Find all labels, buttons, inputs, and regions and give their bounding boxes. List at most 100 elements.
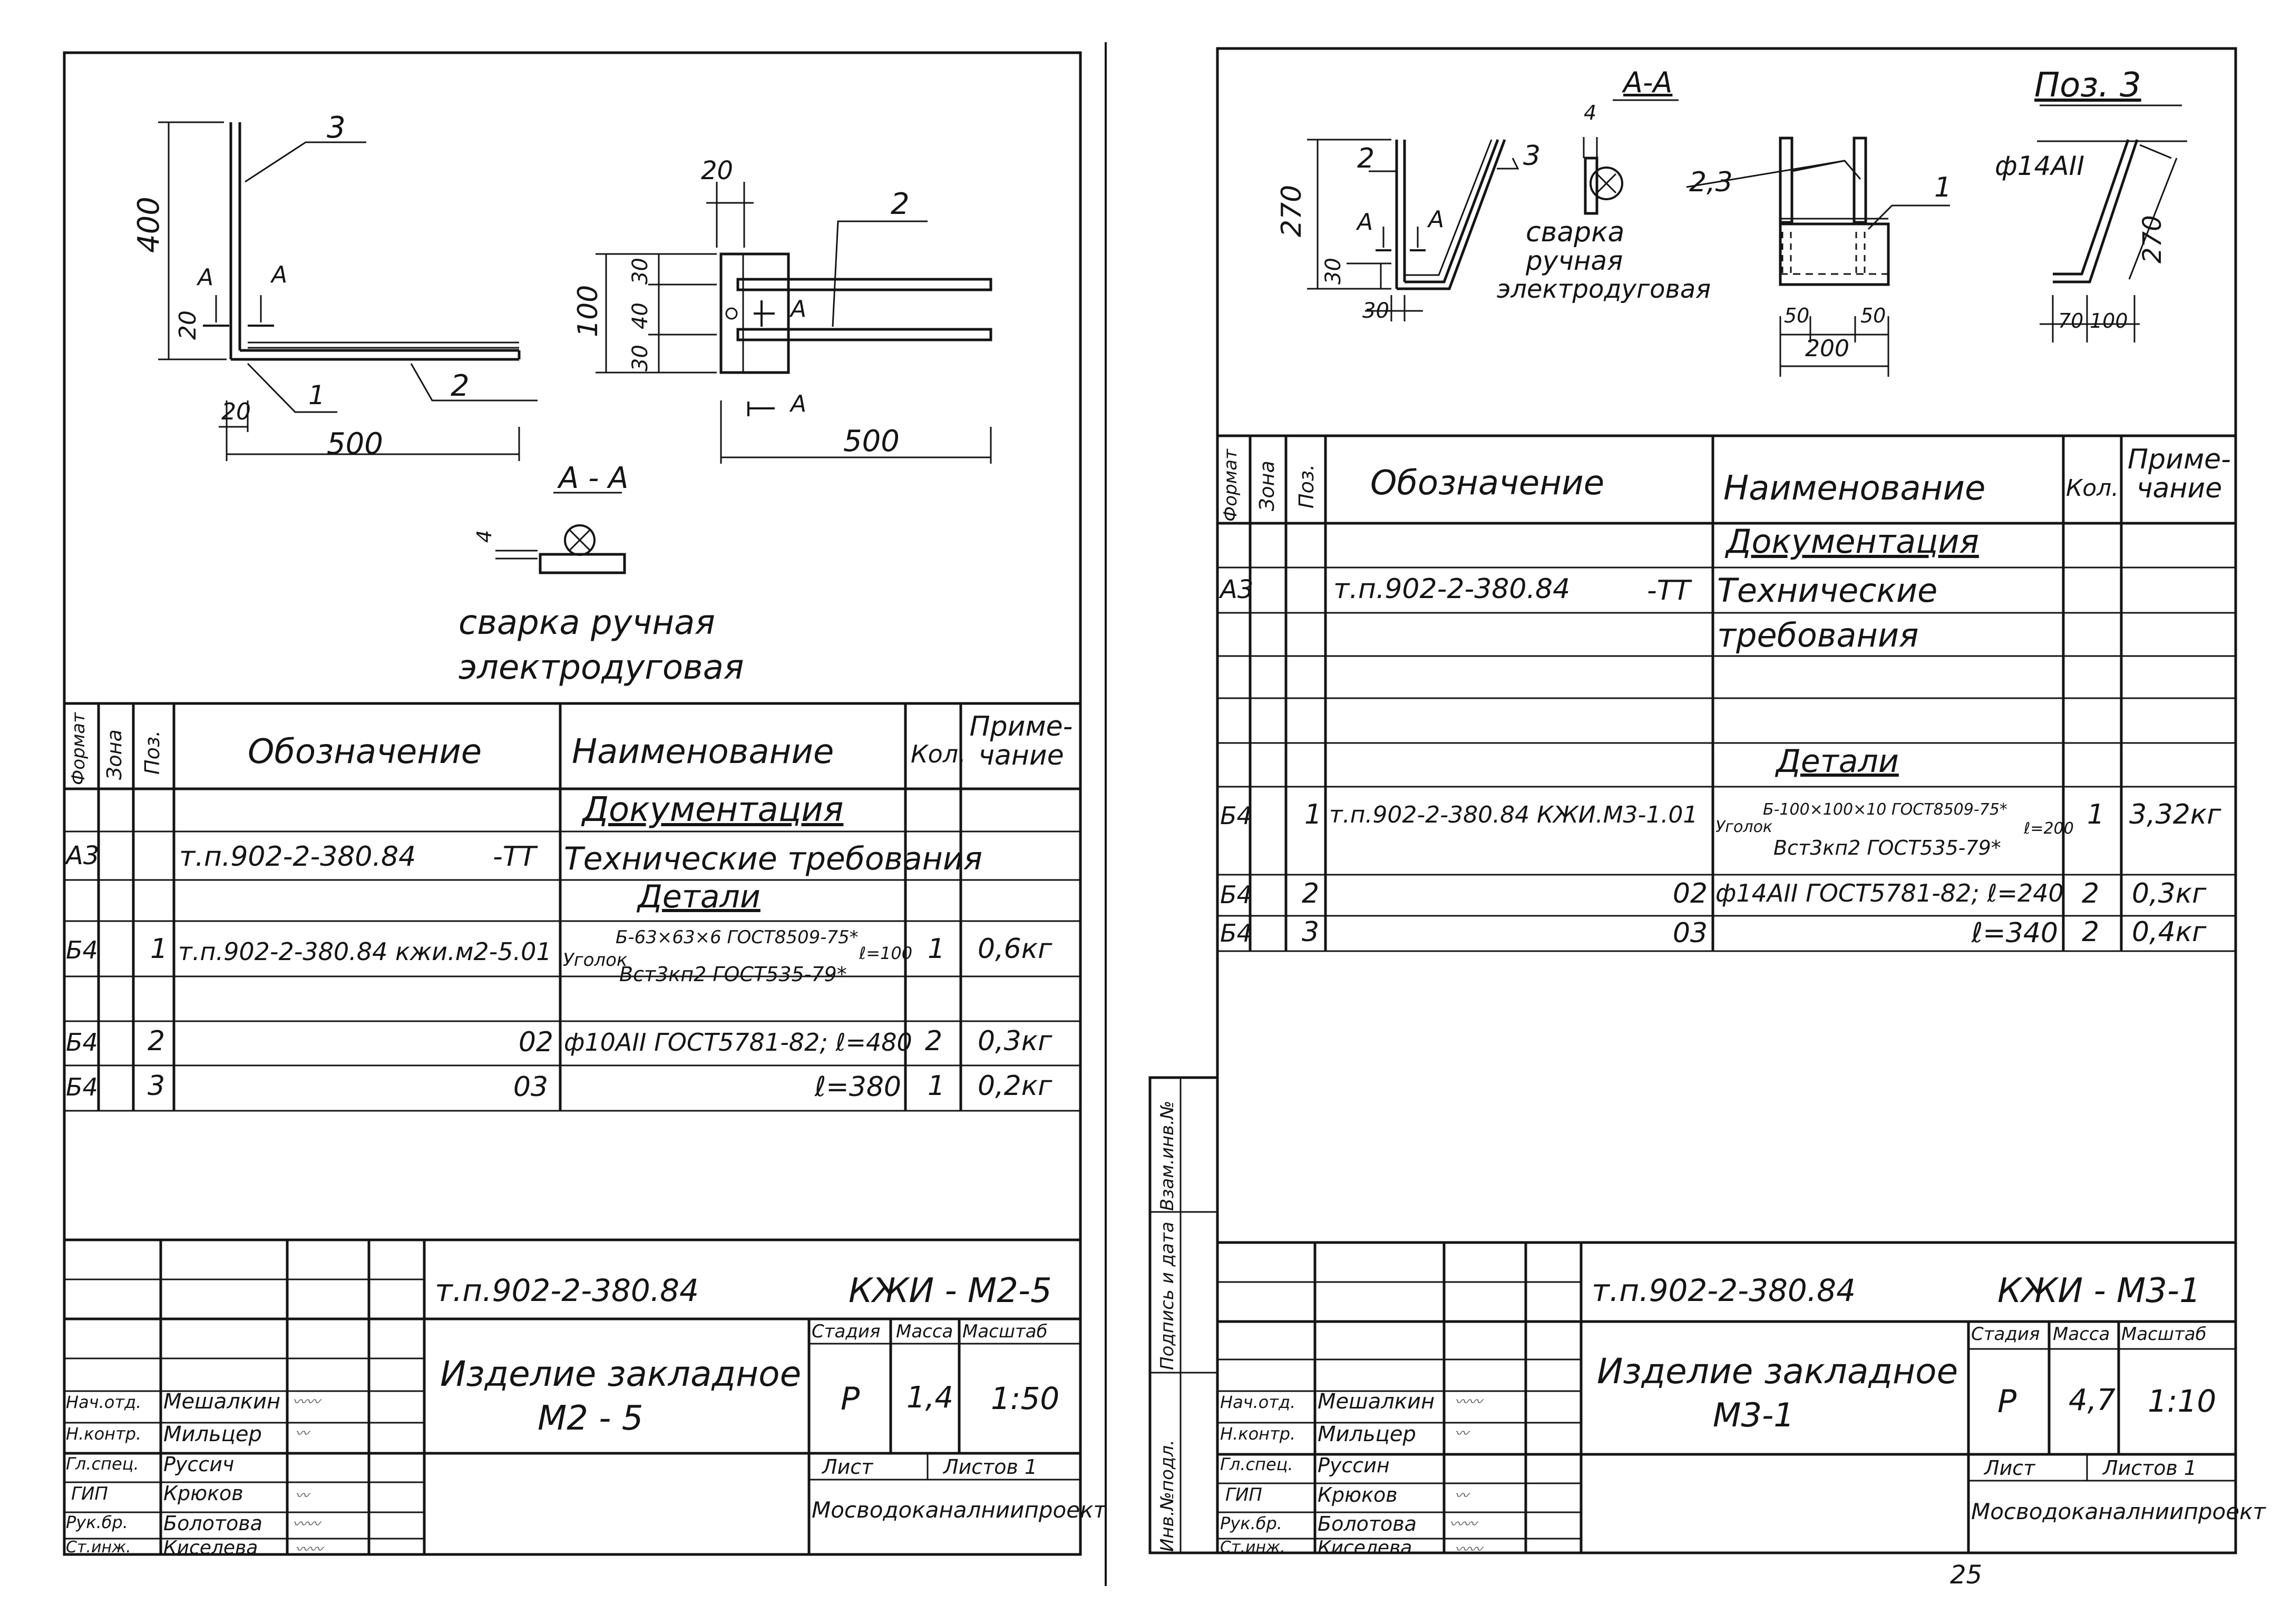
row1-pos: 1 [150, 933, 168, 965]
doc-designation: т.п.902-2-380.84 [1333, 573, 1571, 605]
signature-2: 〰 [295, 1426, 309, 1442]
role-5: Рук.бр. [66, 1512, 128, 1532]
callout-3: 3 [327, 111, 346, 145]
role-3: Гл.спец. [1220, 1454, 1293, 1474]
stage-label: Стадия [1971, 1324, 2040, 1345]
row2-format: Б4 [66, 1028, 98, 1056]
dim-50b: 50 [1860, 304, 1886, 327]
project-number: т.п.902-2-380.84 [435, 1273, 699, 1308]
dim-30: 30 [1321, 258, 1346, 285]
signature-3: 〰 [295, 1488, 309, 1504]
header-format: Формат [1220, 449, 1241, 522]
row2-designation: 02 [1672, 878, 1708, 909]
section-title-a-a: A - A [559, 461, 629, 495]
row1-pos: 1 [1304, 799, 1322, 830]
role-4: ГИП [71, 1483, 108, 1504]
row1-name-bottom: Вст3кп2 ГОСТ535-79* [1773, 836, 2001, 859]
name-6: Киселева [163, 1537, 258, 1559]
weld-dim-4: 4 [473, 530, 496, 543]
doc-format: A3 [66, 841, 100, 870]
row1-format: Б4 [66, 936, 98, 964]
row1-note: 0,6кг [978, 933, 1052, 965]
dim-20b: 20 [221, 398, 251, 425]
header-name: Наименование [1723, 469, 1986, 508]
signature-5: 〰〰 [295, 1542, 323, 1558]
row3-pos: 3 [1302, 916, 1320, 948]
header-format: Формат [68, 712, 89, 785]
section-mark-a-right: А [1428, 206, 1445, 233]
row3-note: 0,2кг [978, 1070, 1052, 1102]
row2-name: ф14АII ГОСТ5781-82; ℓ=240 [1715, 879, 2064, 907]
mass-label: Масса [896, 1321, 953, 1342]
stamp-replace: Взам.инв.№ [1157, 1100, 1178, 1211]
weld-note-1: сварка [1526, 217, 1625, 248]
doc-name: Технические требования [564, 840, 982, 877]
org-name: Мосводоканалниипроект [812, 1497, 1106, 1523]
weld-note-3: электродуговая [1497, 275, 1711, 304]
row3-name: ℓ=380 [814, 1071, 901, 1103]
row1-name-len: ℓ=100 [859, 943, 913, 963]
drawing-code: КЖИ - М2-5 [849, 1271, 1052, 1310]
dim-270b: 270 [2138, 215, 2167, 263]
scale-label: Масштаб [2121, 1324, 2207, 1345]
section-details: Детали [638, 878, 761, 915]
row2-note: 0,3кг [978, 1025, 1052, 1057]
row2-note: 0,3кг [2132, 878, 2207, 909]
section-title: А-А [1623, 66, 1673, 99]
row3-format: Б4 [66, 1073, 98, 1101]
callout-1: 1 [308, 380, 325, 410]
row1-name-bottom: Вст3кп2 ГОСТ535-79* [619, 963, 847, 986]
callout-2-3: 2,3 [1689, 167, 1733, 198]
dim-20: 20 [174, 310, 201, 340]
row1-qty: 1 [2087, 799, 2105, 830]
row3-designation: 03 [513, 1071, 548, 1103]
signature-4: 〰〰 [293, 1517, 320, 1532]
callout-3: 3 [1523, 140, 1541, 172]
row2-name: ф10АII ГОСТ5781-82; ℓ=480 [564, 1028, 912, 1056]
section-mark-a: А [1357, 209, 1373, 236]
weld-dim: 4 [1584, 101, 1597, 124]
name-5: Болотова [163, 1512, 262, 1535]
dim-500: 500 [327, 427, 383, 461]
dim-100: 100 [2090, 309, 2128, 332]
doc-suffix: -ТТ [1647, 575, 1691, 606]
name-3: Руссич [163, 1453, 235, 1476]
header-pos: Поз. [1295, 464, 1318, 508]
stage-value: Р [841, 1381, 860, 1417]
row3-pos: 3 [148, 1070, 165, 1102]
dim-270: 270 [1276, 184, 1308, 237]
section-mark-a: A [198, 264, 214, 291]
doc-name-2: требования [1717, 616, 1919, 654]
org-name: Мосводоканалниипроект [1971, 1499, 2266, 1524]
plan-dim-30a: 30 [628, 258, 652, 285]
row2-format: Б4 [1220, 881, 1252, 909]
title-line-1: Изделие закладное [1597, 1351, 1958, 1392]
header-designation: Обозначение [248, 732, 482, 771]
pos-title: Поз. 3 [2034, 66, 2141, 105]
section-documentation: Документация [1726, 522, 1979, 561]
role-3: Гл.спец. [66, 1454, 139, 1474]
signature-4: 〰〰 [1449, 1517, 1477, 1532]
doc-format: A3 [1220, 575, 1254, 604]
bar-label: ф14АII [1995, 151, 2085, 181]
row1-designation: т.п.902-2-380.84 кжи.м2-5.01 [178, 937, 552, 966]
callout-1: 1 [1934, 172, 1952, 203]
mass-value: 4,7 [2069, 1383, 2116, 1417]
name-4: Крюков [1318, 1483, 1398, 1506]
row1-note: 3,32кг [2129, 799, 2221, 830]
role-2: Н.контр. [1220, 1424, 1296, 1444]
stage-value: Р [1997, 1383, 2017, 1420]
doc-designation: т.п.902-2-380.84 [179, 841, 416, 873]
role-2: Н.контр. [66, 1424, 142, 1444]
stamp-inv: Инв.№подл. [1157, 1440, 1178, 1552]
signature-1: 〰〰 [293, 1394, 320, 1410]
row3-designation: 03 [1672, 917, 1708, 949]
plan-callout-2: 2 [891, 187, 910, 221]
title-line-2: М3-1 [1713, 1396, 1795, 1434]
sheets-label: Листов 1 [943, 1455, 1038, 1479]
name-1: Мешалкин [163, 1390, 281, 1414]
section-details: Детали [1776, 743, 1899, 780]
plan-dim-500: 500 [843, 424, 900, 458]
project-number: т.п.902-2-380.84 [1592, 1273, 1856, 1308]
